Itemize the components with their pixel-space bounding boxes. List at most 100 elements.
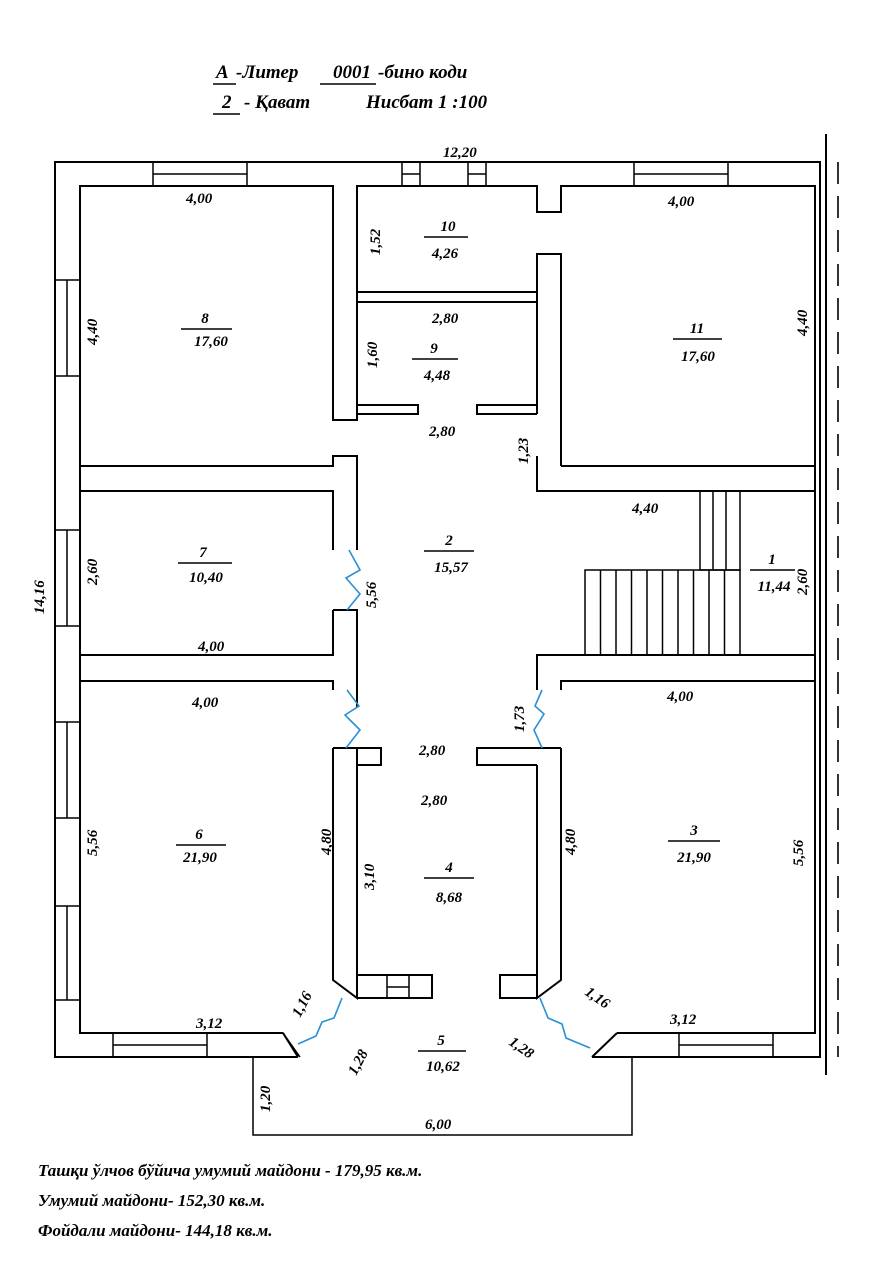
room-4-area: 8,68 (436, 890, 463, 906)
doors (297, 549, 591, 1049)
stairs (584, 490, 741, 656)
summary-total-area: Умумий майдони- 152,30 кв.м. (38, 1191, 265, 1210)
room-8-label: 8 17,60 (181, 311, 232, 350)
porch-left-sill (208, 1032, 301, 1058)
room-9-number: 9 (430, 341, 438, 357)
door-room6 (343, 689, 362, 749)
liter-value: А (215, 62, 229, 83)
wall-9-right-column (536, 253, 562, 466)
room-6-number: 6 (195, 827, 203, 843)
door-room7 (344, 549, 362, 611)
room-9-label: 9 4,48 (412, 341, 458, 384)
area-summary: Ташқи ўлчов бўйича умумий майдони - 179,… (38, 1161, 422, 1240)
room-3-area: 21,90 (676, 850, 711, 866)
wall-7-bottom (80, 610, 334, 656)
room-10-label: 10 4,26 (424, 219, 468, 262)
room-10-area: 4,26 (431, 246, 459, 262)
dim-room9-height: 1,60 (365, 341, 381, 368)
dim-corridor-length: 5,56 (364, 581, 380, 608)
room-5-area: 10,62 (426, 1059, 460, 1075)
wall-7-right-lower (333, 609, 358, 707)
dim-room6-bottom-width: 3,12 (195, 1016, 223, 1032)
room-6-area: 21,90 (182, 850, 217, 866)
room-5-number: 5 (437, 1033, 445, 1049)
room-9-area: 4,48 (423, 368, 451, 384)
room-4-label: 4 8,68 (424, 860, 474, 906)
room-5-label: 5 10,62 (418, 1033, 466, 1075)
wall-8-7-top (80, 455, 358, 550)
liter-label: -Литер (236, 62, 298, 83)
summary-useful-area: Фойдали майдони- 144,18 кв.м. (38, 1221, 272, 1240)
dim-door-1-23: 1,23 (516, 437, 532, 464)
room-2-label: 2 15,57 (424, 533, 474, 576)
dim-porch-diag-left: 1,28 (345, 1047, 372, 1078)
room-labels: 1 11,44 2 15,57 3 21,90 4 8,68 5 10,62 6… (176, 219, 795, 1075)
dim-room7-height: 2,60 (85, 558, 101, 586)
dim-room7-width: 4,00 (197, 639, 225, 655)
outer-wall-outer-line (54, 161, 821, 1058)
dim-room3-bottom-width: 3,12 (669, 1012, 697, 1028)
dim-room4-width: 2,80 (420, 793, 448, 809)
room-8-number: 8 (201, 311, 209, 327)
dim-stair-length: 4,40 (631, 501, 659, 517)
wall-4-right-outer (536, 748, 562, 1000)
room-11-label: 11 17,60 (673, 321, 722, 365)
room-7-label: 7 10,40 (178, 545, 232, 586)
dim-room8-width: 4,00 (185, 191, 213, 207)
summary-external-area: Ташқи ўлчов бўйича умумий майдони - 179,… (38, 1161, 422, 1180)
dim-overall-height: 14,16 (32, 580, 48, 614)
dim-overall-width: 12,20 (443, 145, 477, 161)
dim-room6-bottom-left: 1,16 (289, 989, 316, 1020)
dim-room4-top-width: 2,80 (418, 743, 446, 759)
outer-walls (54, 134, 839, 1075)
dim-room6-width: 4,00 (191, 695, 219, 711)
wall-4-top-right (476, 747, 561, 766)
building-code-value: 0001 (333, 62, 371, 83)
dim-room11-height: 4,40 (795, 309, 811, 337)
room-6-label: 6 21,90 (176, 827, 226, 866)
wall-3-top (560, 680, 815, 690)
dim-room10-height: 1,52 (368, 228, 384, 255)
room-10-number: 10 (441, 219, 457, 235)
dim-room3-bottom-right: 1,16 (582, 984, 613, 1012)
dim-porch-width: 6,00 (425, 1117, 452, 1133)
dim-room6-inner-height: 4,80 (319, 828, 335, 856)
dim-door-1-73: 1,73 (512, 705, 528, 732)
door-room3-porch (539, 997, 591, 1049)
wall-9-bottom-left (357, 404, 419, 415)
room-1-label: 1 11,44 (750, 552, 795, 595)
stair-treads-lower (599, 570, 726, 655)
wall-4-top-left (333, 747, 382, 766)
scale-label: Нисбат 1 :100 (365, 92, 488, 113)
wall-4-left-outer (332, 748, 358, 1000)
door-room3 (533, 689, 546, 749)
dim-room3-height: 5,56 (791, 839, 807, 866)
room-2-area: 15,57 (434, 560, 468, 576)
dim-room11-width: 4,00 (667, 194, 695, 210)
building-code-label: -бино коди (378, 62, 467, 83)
dim-room9-width: 2,80 (431, 311, 459, 327)
porch-outline (252, 1057, 633, 1136)
wall-10-9 (356, 291, 538, 303)
dim-room6-height: 5,56 (85, 829, 101, 856)
plan-header: А -Литер 0001 -бино коди 2 - Қават Нисба… (213, 62, 488, 115)
floor-label: - Қават (244, 92, 310, 113)
dim-room1-height: 2,60 (795, 568, 811, 596)
room-7-number: 7 (199, 545, 207, 561)
room-11-area: 17,60 (681, 349, 715, 365)
windows (54, 161, 774, 1058)
room-4-number: 4 (444, 860, 453, 876)
dim-room4-height: 3,10 (362, 863, 378, 891)
dim-porch-diag-right: 1,28 (506, 1034, 537, 1062)
wall-4-bottom-right (499, 974, 537, 999)
door-room6-porch (297, 997, 343, 1045)
dim-room3-width: 4,00 (666, 689, 694, 705)
wall-9-bottom-right (476, 404, 537, 415)
stair-upper-flight (699, 490, 741, 571)
dim-room3-inner-height: 4,80 (563, 828, 579, 856)
room-3-number: 3 (689, 823, 698, 839)
room-3-label: 3 21,90 (668, 823, 720, 866)
room-1-number: 1 (768, 552, 776, 568)
wall-11-bottom (536, 456, 815, 492)
